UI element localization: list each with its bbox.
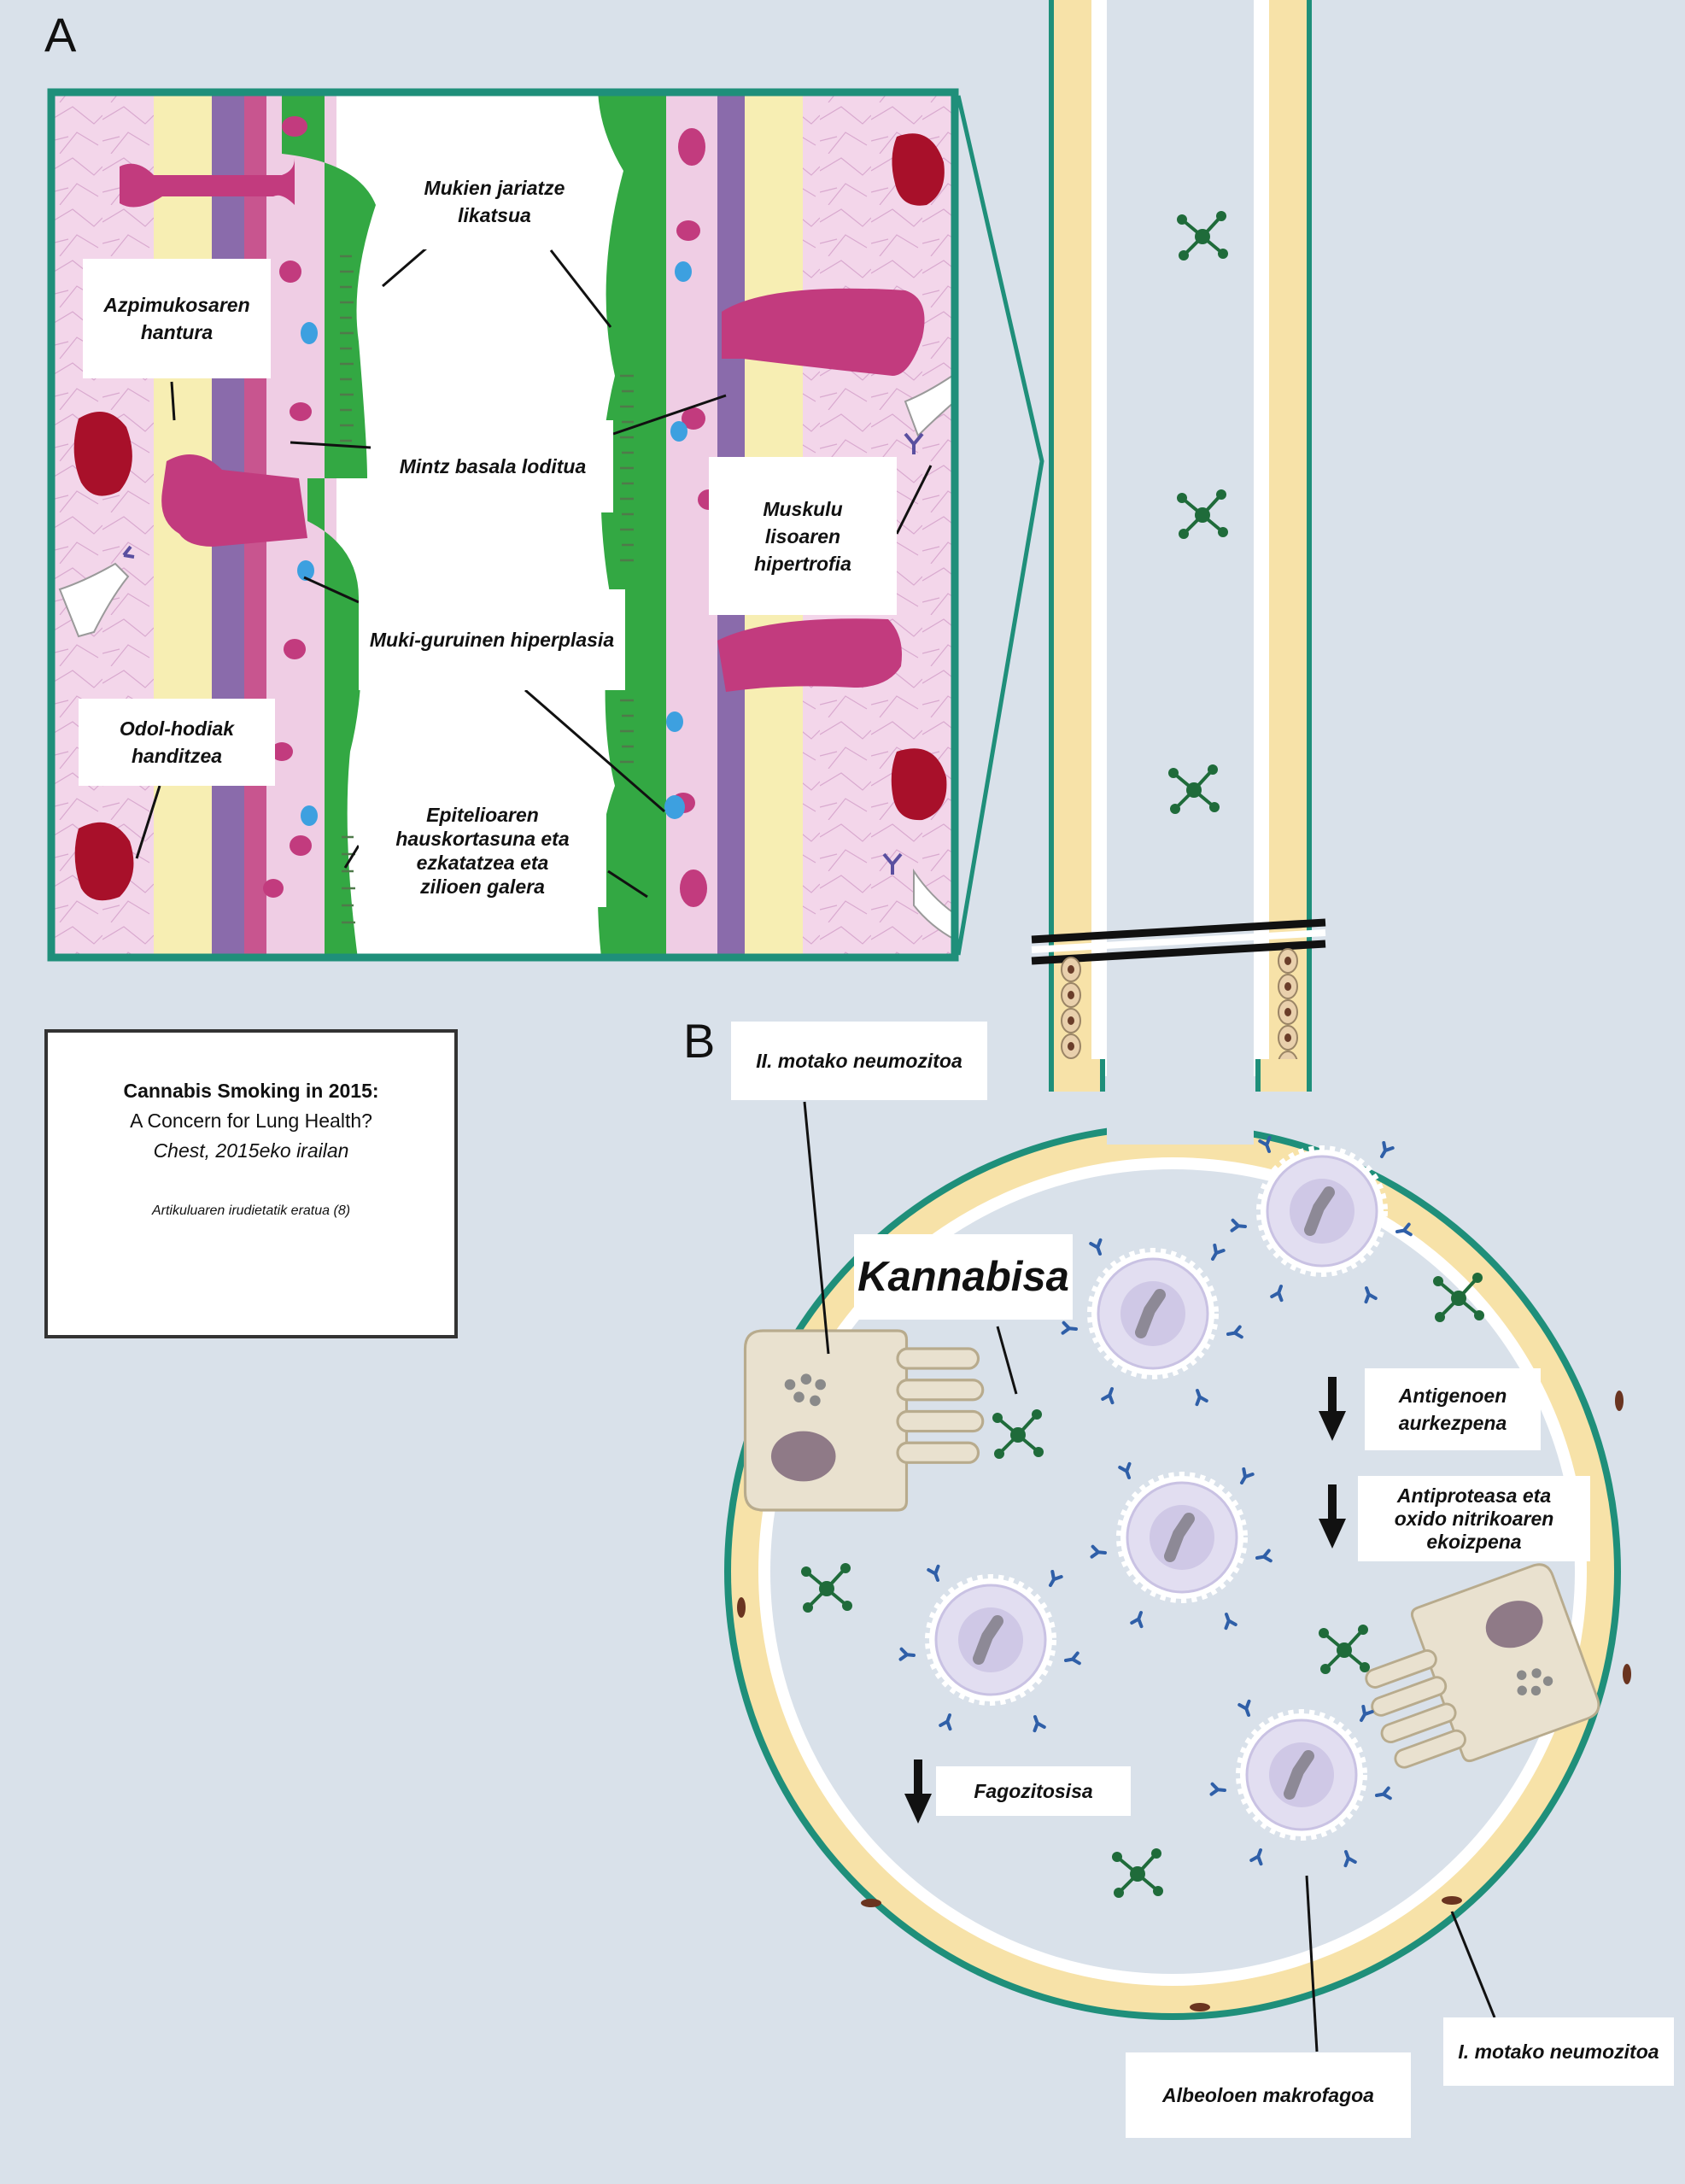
- blood-vessel-left-1: [73, 412, 132, 496]
- label-cannabis: Kannabisa: [854, 1234, 1073, 1320]
- mucus-right: [598, 92, 666, 957]
- label-antigen-presentation: Antigenoen aurkezpena: [1365, 1368, 1541, 1450]
- source-title: Cannabis Smoking in 2015:: [123, 1080, 379, 1102]
- blood-vessel-right-1: [892, 133, 945, 206]
- blood-vessel-right-2: [891, 748, 947, 821]
- label-type-ii-pneumocyte: II. motako neumozitoa: [731, 1022, 987, 1100]
- panel-a-letter: A: [44, 8, 77, 61]
- source-note: Artikuluaren irudietatik eratua (8): [151, 1203, 351, 1218]
- label-epithelium-fragility: Epitelioaren hauskortasuna eta ezkatatze…: [359, 794, 606, 907]
- label-vessel-dilation: Odol-hodiak handitzea: [79, 699, 275, 786]
- source-citation-box: Cannabis Smoking in 2015: A Concern for …: [44, 1029, 458, 1338]
- source-subtitle: A Concern for Lung Health?: [130, 1110, 372, 1132]
- zoom-wedge: [956, 95, 1044, 956]
- label-antiprotease-production: Antiproteasa eta oxido nitrikoaren ekoiz…: [1358, 1476, 1590, 1561]
- panel-b-letter: B: [683, 1014, 716, 1068]
- label-type-i-pneumocyte: I. motako neumozitoa: [1443, 2017, 1674, 2086]
- source-journal: Chest, 2015eko irailan: [153, 1139, 349, 1162]
- panel-a-frame: [47, 88, 959, 962]
- label-phagocytosis: Fagozitosisa: [936, 1766, 1131, 1816]
- goblet-cell-left-2: [161, 454, 307, 547]
- label-basement-membrane: Mintz basala loditua: [372, 420, 613, 512]
- goblet-cell-left-1: [120, 158, 295, 208]
- goblet-cell-right-1: [722, 288, 925, 376]
- label-submucosal-inflammation: Azpimukosaren hantura: [83, 259, 271, 378]
- label-smooth-muscle: Muskulu lisoaren hipertrofia: [709, 457, 897, 615]
- label-alveolar-macrophage: Albeoloen makrofagoa: [1126, 2052, 1411, 2138]
- goblet-cell-right-2: [717, 618, 902, 692]
- label-goblet-hyperplasia: Muki-guruinen hiperplasia: [359, 589, 625, 690]
- bronchiole-tube: [1031, 0, 1326, 1110]
- label-mucus-secretion: Mukien jariatze likatsua: [397, 154, 592, 249]
- blood-vessel-left-2: [74, 822, 134, 901]
- mucus-left: [282, 92, 376, 957]
- outer-tissue-left: [51, 92, 154, 957]
